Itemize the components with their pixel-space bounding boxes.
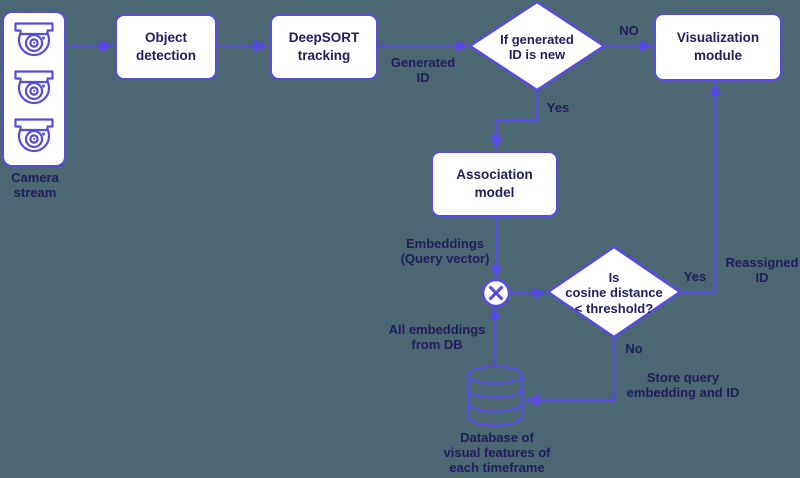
camera-icon bbox=[10, 69, 58, 109]
node-camera-stream bbox=[2, 11, 66, 167]
node-object-detection: Object detection bbox=[115, 14, 217, 80]
node-visualization-module-label: Visualization module bbox=[676, 30, 760, 63]
camera-icon bbox=[10, 21, 58, 61]
edge-cosine-yes-to-visualization bbox=[680, 82, 721, 294]
edge-decision-yes-to-association bbox=[490, 90, 539, 150]
reassigned-id-label: Reassigned ID bbox=[725, 255, 799, 285]
camera-icon bbox=[10, 117, 58, 157]
node-deepsort-tracking-label: DeepSORT tracking bbox=[288, 30, 360, 63]
decision-cosine-shape bbox=[546, 245, 682, 339]
node-deepsort-tracking: DeepSORT tracking bbox=[270, 14, 378, 80]
embeddings-label: Embeddings (Query vector) bbox=[400, 236, 490, 266]
node-object-detection-label: Object detection bbox=[135, 30, 196, 63]
yes-right-label: Yes bbox=[683, 269, 707, 284]
database-icon bbox=[466, 365, 524, 427]
node-association-model: Association model bbox=[431, 151, 558, 217]
decision-id-new-shape bbox=[468, 0, 606, 92]
yes-upper-label: Yes bbox=[546, 100, 570, 115]
node-association-model-label: Association model bbox=[456, 167, 533, 200]
all-embeddings-label: All embeddings from DB bbox=[388, 322, 486, 352]
generated-id-label: Generated ID bbox=[390, 55, 456, 85]
store-query-label: Store query embedding and ID bbox=[626, 370, 740, 400]
node-visualization-module: Visualization module bbox=[654, 13, 782, 81]
no-upper-label: NO bbox=[619, 23, 639, 38]
database-label: Database of visual features of each time… bbox=[443, 430, 551, 475]
camera-stream-label: Camera stream bbox=[11, 170, 59, 200]
multiply-node-icon bbox=[481, 278, 511, 308]
edge-cosine-no-to-database bbox=[525, 337, 616, 406]
no-lower-label: No bbox=[625, 341, 643, 356]
